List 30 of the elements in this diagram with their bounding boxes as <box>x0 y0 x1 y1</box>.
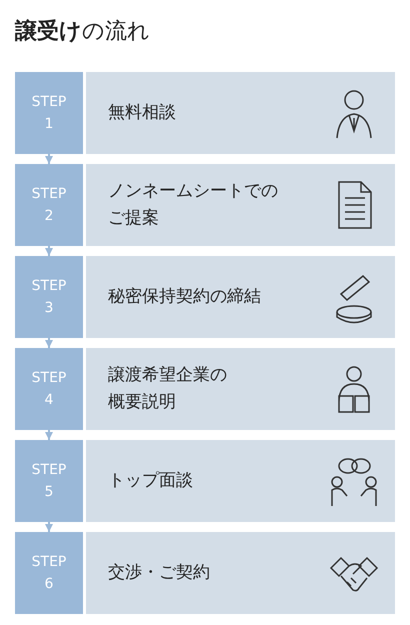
step-card <box>86 532 395 614</box>
step-card <box>86 348 395 430</box>
step-number: STEP 6 <box>30 552 68 594</box>
step-tab <box>15 348 83 430</box>
arrow <box>45 522 53 532</box>
step-tab <box>15 256 83 338</box>
step-tab <box>15 164 83 246</box>
step-label: 無料相談 <box>108 101 177 124</box>
step-number: STEP 2 <box>30 184 68 226</box>
step-number: STEP 3 <box>30 276 68 318</box>
arrow <box>45 430 53 440</box>
step-tab <box>15 72 83 154</box>
arrow <box>45 154 53 164</box>
step-tab <box>15 440 83 522</box>
step-number: STEP 1 <box>30 92 68 134</box>
step-card <box>86 440 395 522</box>
step-tab <box>15 532 83 614</box>
step-card <box>86 256 395 338</box>
step-label: 譲渡希望企業の概要説明 <box>108 364 228 414</box>
arrow <box>45 246 53 256</box>
step-label: ノンネームシートでのご提案 <box>108 180 279 230</box>
step-card <box>86 164 395 246</box>
step-number: STEP 4 <box>30 368 68 410</box>
step-number: STEP 5 <box>30 460 68 502</box>
step-card <box>86 72 395 154</box>
title-heading: 譲受けの流れ <box>15 18 150 46</box>
step-label: 秘密保持契約の締結 <box>108 285 262 308</box>
step-label: トップ面談 <box>108 469 194 492</box>
arrow <box>45 338 53 348</box>
step-label: 交渉・ご契約 <box>108 561 211 584</box>
